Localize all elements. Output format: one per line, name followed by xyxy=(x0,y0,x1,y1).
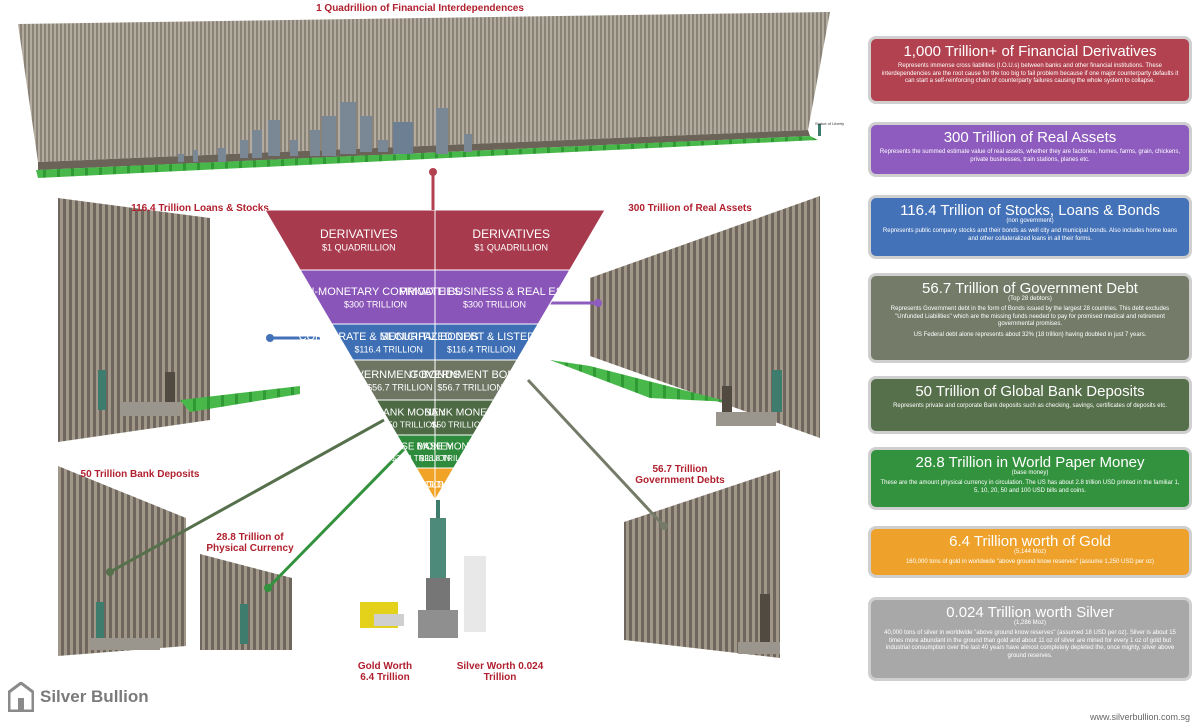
pyramid-value-right: $56.7 TRILLION xyxy=(437,382,502,392)
info-card: 28.8 Trillion in World Paper Money(base … xyxy=(868,447,1192,510)
pyramid-label-left: NON-MONETARY COMMODITIES xyxy=(290,286,461,298)
pyramid-value-right: $116.4 TRILLION xyxy=(447,344,515,354)
silver-label: Silver Worth 0.024 Trillion xyxy=(456,661,544,683)
pyramid-label-left: BANK MONEY xyxy=(376,406,446,418)
website-url: www.silverbullion.com.sg xyxy=(1089,712,1190,722)
physical-currency-label: 28.8 Trillion of Physical Currency xyxy=(206,532,294,554)
card-title: 6.4 Trillion worth of Gold xyxy=(949,533,1111,550)
card-title: 50 Trillion of Global Bank Deposits xyxy=(915,383,1145,400)
info-card: 0.024 Trillion worth Silver(1,286 Moz) 40… xyxy=(868,597,1192,681)
top-title: 1 Quadrillion of Financial Interdependen… xyxy=(316,3,524,14)
brand-logo: Silver Bullion xyxy=(8,682,149,712)
card-subtitle: (base money) xyxy=(1011,470,1049,476)
pyramid-label-left: GOLD xyxy=(417,479,444,490)
info-card: 56.7 Trillion of Government Debt(Top 28 … xyxy=(868,273,1192,363)
pyramid-value-right: $50 TRILLION xyxy=(432,419,487,429)
statue-caption: Statue of Liberty xyxy=(815,121,845,126)
pyramid-value-left: $116.4 TRILLION xyxy=(354,344,423,354)
pyramid-value-left: $300 TRILLION xyxy=(344,299,407,309)
pyramid-value-left: $50 TRILLION xyxy=(383,419,438,429)
info-card: 1,000 Trillion+ of Financial Derivatives… xyxy=(868,36,1192,104)
pyramid-label-left: CORPORATE & MUNICIPAL BONDS xyxy=(299,331,479,343)
card-body: Represents public company stocks and the… xyxy=(882,228,1178,242)
pyramid-label-right: DERIVATIVES xyxy=(472,227,550,241)
pyramid-value-right: $28.8 TRILLION xyxy=(420,454,479,463)
card-body: These are the amount physical currency i… xyxy=(880,480,1180,494)
statue-gold-silver-illustration xyxy=(360,500,486,638)
pyramid-band-right xyxy=(434,467,455,500)
pyramid-value-right: $300 TRILLION xyxy=(463,299,526,309)
bank-deposits-label: 50 Trillion Bank Deposits xyxy=(80,469,200,480)
pyramid-label-right: GOLD xyxy=(426,479,453,490)
pyramid-value-left: $1 QUADRILLION xyxy=(322,242,396,252)
card-title: 1,000 Trillion+ of Financial Derivatives xyxy=(903,43,1157,60)
card-body: 40,000 tons of silver in worldwide "abov… xyxy=(884,630,1176,659)
pyramid-label-left: DERIVATIVES xyxy=(320,227,398,241)
card-title: 56.7 Trillion of Government Debt xyxy=(922,280,1138,297)
card-body: Represents the summed estimate value of … xyxy=(879,149,1181,163)
gold-label: Gold Worth 6.4 Trillion xyxy=(357,661,413,683)
pyramid-label-right: SECURITIZED DEBT & LISTED STOCKS xyxy=(380,331,582,343)
card-title: 116.4 Trillion of Stocks, Loans & Bonds xyxy=(900,202,1160,219)
pyramid-label-right: BASE MONEY xyxy=(417,442,483,453)
loans-stocks-label: 116.4 Trillion Loans & Stocks xyxy=(131,203,269,214)
house-shield-icon xyxy=(8,682,34,712)
card-subtitle: (5,144 Moz) xyxy=(1013,549,1046,555)
info-card: 6.4 Trillion worth of Gold(5,144 Moz) 160… xyxy=(868,526,1192,578)
pyramid-label-left: BASE MONEY xyxy=(388,442,454,453)
card-subtitle: (non government) xyxy=(1006,218,1054,224)
card-subtitle: (Top 28 debtors) xyxy=(1008,296,1052,302)
card-body: 160,000 tons of gold in worldwide "above… xyxy=(905,559,1155,565)
card-title: 0.024 Trillion worth Silver xyxy=(946,604,1114,621)
card-body: Represents private and corporate Bank de… xyxy=(893,403,1167,409)
brand-name: Silver Bullion xyxy=(40,687,149,706)
card-title: 300 Trillion of Real Assets xyxy=(943,129,1117,146)
pyramid-label-right: GOVERNMENT BONDS xyxy=(410,369,531,381)
pyramid-value-left: $28.8 TRILLION xyxy=(391,454,450,463)
loans-stocks-wall-illustration xyxy=(58,198,300,442)
card-body: Represents immense cross liabilities (I.… xyxy=(881,63,1179,84)
government-debts-wall-illustration xyxy=(624,470,780,658)
info-card: 116.4 Trillion of Stocks, Loans & Bonds(… xyxy=(868,195,1192,259)
government-debts-label: 56.7 Trillion Government Debts xyxy=(635,464,725,486)
card-body-note: US Federal debt alone represents about 3… xyxy=(913,331,1147,338)
pyramid-label-left: GOVERNMENT BONDS xyxy=(339,369,460,381)
card-body: Represents Government debt in the form o… xyxy=(890,306,1170,327)
quadrillion-wall-illustration xyxy=(18,12,830,178)
real-assets-label: 300 Trillion of Real Assets xyxy=(628,203,752,214)
pyramid-label-right: BANK MONEY xyxy=(424,406,494,418)
pyramid-value-left: $56.7 TRILLION xyxy=(367,382,432,392)
pyramid-label-right: PRIVATE BUSINESS & REAL ESTATE xyxy=(399,286,589,298)
card-title: 28.8 Trillion in World Paper Money xyxy=(915,454,1145,471)
card-subtitle: (1,286 Moz) xyxy=(1013,620,1046,626)
pyramid-value-right: $1 QUADRILLION xyxy=(474,242,548,252)
